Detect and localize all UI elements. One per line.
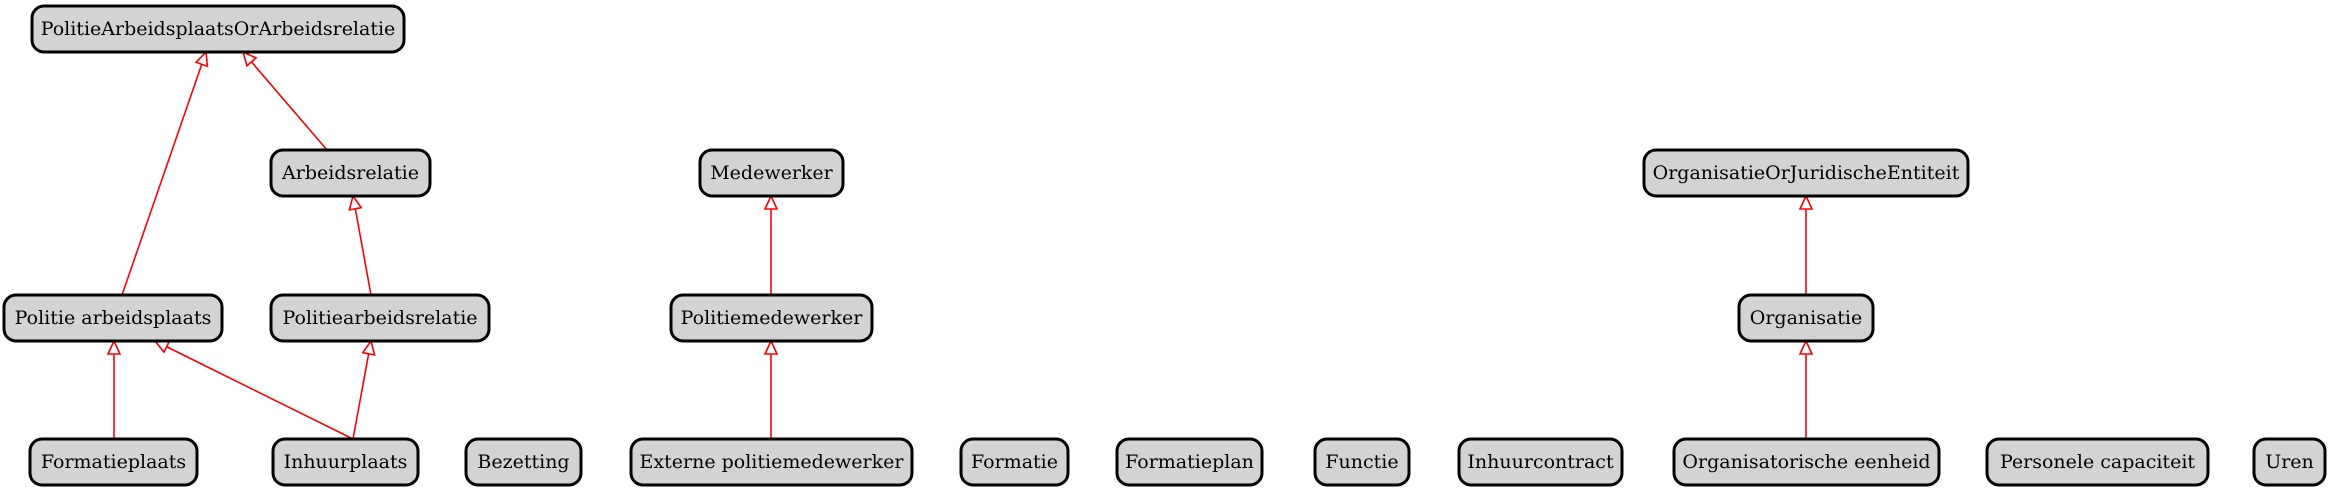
class-node-medewerker: Medewerker [698,148,845,198]
inheritance-edge-organisatie-to-oje [1798,194,1814,295]
inheritance-edge-org_eenheid-to-organisatie [1798,339,1814,439]
inheritance-edge-arbeidsrelatie-to-pao [241,50,328,151]
class-node-box [1737,293,1875,343]
class-node-label: Arbeidsrelatie [281,162,419,184]
class-node-box [2,293,224,343]
class-node-organisatie: Organisatie [1737,293,1875,343]
inheritance-edge-formatieplaats-to-politie_arbeidsplaats [106,339,122,439]
class-node-politiearbeidsrelatie: Politiearbeidsrelatie [269,293,491,343]
inheritance-edge-politiemedewerker-to-medewerker [763,194,779,295]
class-node-label: Functie [1325,451,1398,473]
class-node-box [1457,437,1624,487]
inheritance-edge-politiearbeidsrelatie-to-arbeidsrelatie [348,194,372,296]
class-node-box [629,437,914,487]
class-node-politie-arbeidsplaats: Politie arbeidsplaats [2,293,224,343]
edge-line [250,61,328,151]
edge-line [354,208,372,296]
class-node-box [271,437,420,487]
class-node-label: OrganisatieOrJuridischeEntiteit [1653,162,1960,184]
class-node-label: Formatieplan [1125,451,1254,473]
class-node-label: Personele capaciteit [2000,451,2195,473]
class-node-organisatorische-eenheid: Organisatorische eenheid [1672,437,1941,487]
class-node-box [269,293,491,343]
inheritance-edge-inhuurplaats-to-politiearbeidsrelatie [352,339,376,440]
hollow-arrowhead-icon [1798,339,1814,355]
edge-line [121,64,203,296]
class-node-externe-politiemedewerker: Externe politiemedewerker [629,437,914,487]
class-node-box [28,437,199,487]
class-node-label: Uren [2265,451,2314,473]
class-node-label: Externe politiemedewerker [640,451,905,473]
class-node-label: PolitieArbeidsplaatsOrArbeidsrelatie [41,18,396,40]
class-node-bezetting: Bezetting [464,437,583,487]
hollow-arrowhead-icon [361,339,376,356]
class-node-label: Organisatie [1750,307,1863,329]
class-node-box [1672,437,1941,487]
inheritance-edges [106,50,1814,440]
class-node-box [464,437,583,487]
class-node-box [2252,437,2327,487]
class-node-label: Politiearbeidsrelatie [282,307,477,329]
hollow-arrowhead-icon [763,339,779,355]
class-node-label: Politiemedewerker [681,307,864,329]
class-node-arbeidsrelatie: Arbeidsrelatie [269,148,432,198]
inheritance-edge-politie_arbeidsplaats-to-pao [121,50,209,296]
class-node-uren: Uren [2252,437,2327,487]
class-node-label: Organisatorische eenheid [1682,451,1930,473]
class-node-label: Medewerker [710,162,833,184]
class-node-label: Bezetting [477,451,569,473]
hollow-arrowhead-icon [153,340,171,354]
class-node-politiemedewerker: Politiemedewerker [669,293,874,343]
class-node-label: Inhuurcontract [1467,451,1614,473]
class-node-inhuurcontract: Inhuurcontract [1457,437,1624,487]
hollow-arrowhead-icon [763,194,779,210]
inheritance-edge-inhuurplaats-to-politie_arbeidsplaats [153,340,354,440]
hollow-arrowhead-icon [106,339,122,355]
class-node-box [1642,148,1970,198]
edge-line [352,353,370,440]
class-node-box [1985,437,2210,487]
edge-line [166,346,354,440]
class-node-box [1115,437,1264,487]
class-node-organisatieorjuridischeentiteit: OrganisatieOrJuridischeEntiteit [1642,148,1970,198]
class-node-label: Inhuurplaats [284,451,408,473]
class-node-label: Formatie [971,451,1058,473]
class-nodes: PolitieArbeidsplaatsOrArbeidsrelatieArbe… [2,4,2327,487]
class-node-functie: Functie [1313,437,1411,487]
class-node-politiearbeidsplaatsorarbeidsrelatie: PolitieArbeidsplaatsOrArbeidsrelatie [30,4,406,54]
hollow-arrowhead-icon [1798,194,1814,210]
class-node-formatieplaats: Formatieplaats [28,437,199,487]
inheritance-edge-externe-to-politiemedewerker [763,339,779,439]
hollow-arrowhead-icon [241,50,258,68]
class-node-box [30,4,406,54]
class-node-box [1313,437,1411,487]
hollow-arrowhead-icon [348,194,363,211]
class-node-inhuurplaats: Inhuurplaats [271,437,420,487]
class-node-box [669,293,874,343]
class-node-box [698,148,845,198]
class-node-box [269,148,432,198]
class-node-formatie: Formatie [959,437,1070,487]
class-node-label: Politie arbeidsplaats [15,307,212,329]
class-node-formatieplan: Formatieplan [1115,437,1264,487]
hollow-arrowhead-icon [194,50,209,68]
class-node-box [959,437,1070,487]
class-node-label: Formatieplaats [41,451,186,473]
class-node-personele-capaciteit: Personele capaciteit [1985,437,2210,487]
